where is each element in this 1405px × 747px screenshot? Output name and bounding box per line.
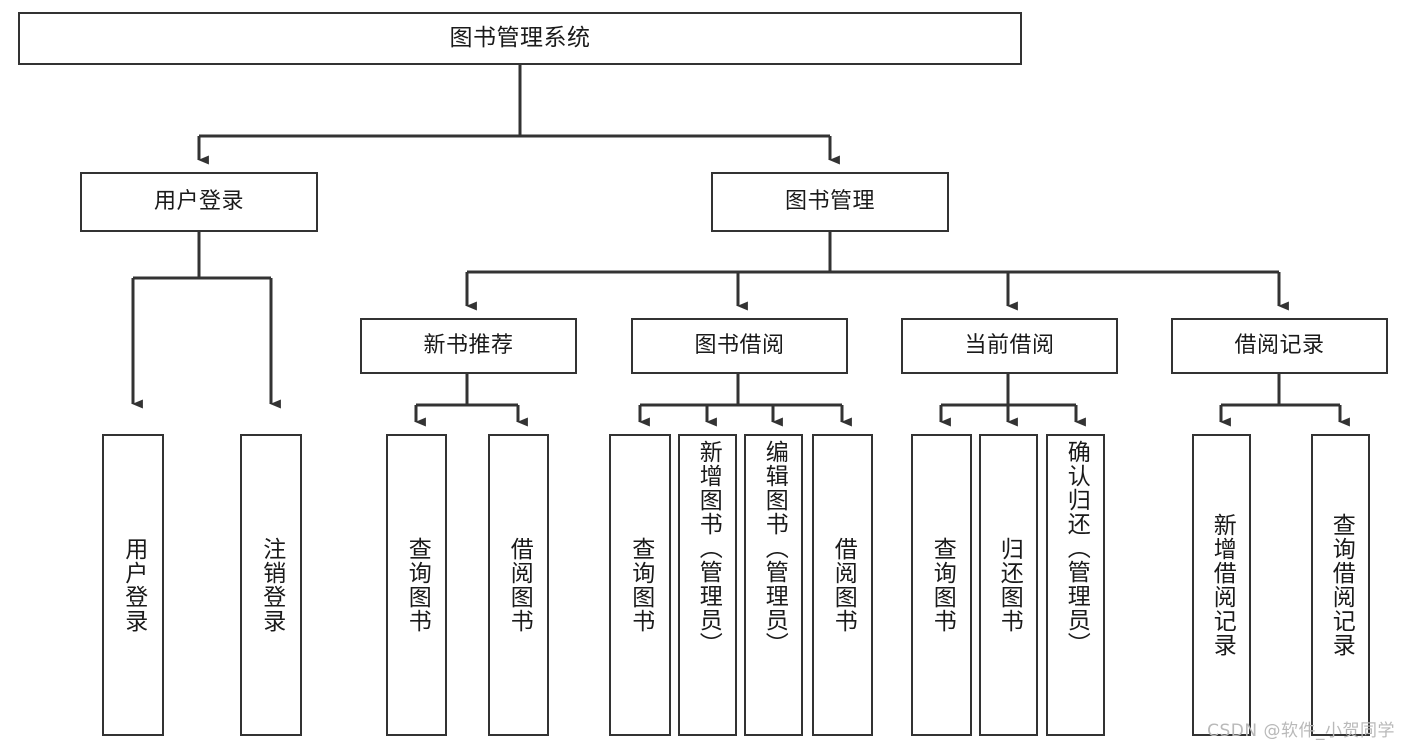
leaf-borrow-record-query-record[interactable]: 查询借阅记录: [1311, 434, 1370, 736]
node-label: 用户登录: [120, 537, 147, 633]
edge-group-book-manage: [465, 232, 1289, 311]
node-book-borrow[interactable]: 图书借阅: [631, 318, 848, 374]
edge-group-borrow-record: [1219, 374, 1350, 427]
leaf-current-borrow-return-book[interactable]: 归还图书: [979, 434, 1038, 736]
edge-group-user-login: [131, 232, 281, 409]
node-borrow-record[interactable]: 借阅记录: [1171, 318, 1388, 374]
leaf-current-borrow-confirm-return-admin[interactable]: 确认归还（管理员）: [1046, 434, 1105, 736]
node-new-book-recommend[interactable]: 新书推荐: [360, 318, 577, 374]
leaf-book-borrow-edit-book-admin[interactable]: 编辑图书（管理员）: [744, 434, 803, 736]
node-label: 查询图书: [929, 537, 956, 633]
leaf-book-borrow-query-book[interactable]: 查询图书: [609, 434, 671, 736]
node-label: 查询图书: [404, 537, 431, 633]
node-label: 新增借阅记录: [1209, 513, 1236, 657]
node-label: 新书推荐: [423, 333, 514, 359]
edge-group-new-book: [414, 374, 528, 427]
node-label: 借阅记录: [1234, 333, 1325, 359]
node-label: 借阅图书: [506, 537, 533, 633]
node-label: 当前借阅: [964, 333, 1055, 359]
node-label: 新增图书（管理员）: [695, 440, 722, 656]
node-book-management[interactable]: 图书管理: [711, 172, 949, 232]
node-label: 图书管理: [784, 189, 875, 215]
edge-group-current-borrow: [939, 374, 1086, 427]
leaf-new-book-borrow-book[interactable]: 借阅图书: [488, 434, 549, 736]
node-label: 编辑图书（管理员）: [761, 440, 788, 656]
edge-group-book-borrow: [638, 374, 852, 427]
leaf-book-borrow-borrow-book[interactable]: 借阅图书: [812, 434, 873, 736]
leaf-logout[interactable]: 注销登录: [240, 434, 302, 736]
node-label: 查询图书: [627, 537, 654, 633]
edge-group-root: [197, 65, 840, 165]
leaf-user-login[interactable]: 用户登录: [102, 434, 164, 736]
node-label: 确认归还（管理员）: [1063, 440, 1090, 656]
leaf-book-borrow-add-book-admin[interactable]: 新增图书（管理员）: [678, 434, 737, 736]
node-root-book-management-system[interactable]: 图书管理系统: [18, 12, 1022, 65]
node-label: 借阅图书: [830, 537, 857, 633]
node-label: 图书借阅: [694, 333, 785, 359]
leaf-current-borrow-query-book[interactable]: 查询图书: [911, 434, 972, 736]
node-label: 图书管理系统: [449, 24, 591, 51]
node-label: 用户登录: [153, 189, 244, 215]
node-user-login[interactable]: 用户登录: [80, 172, 318, 232]
leaf-borrow-record-add-record[interactable]: 新增借阅记录: [1192, 434, 1251, 736]
csdn-watermark: CSDN @软件_小贺同学: [1207, 721, 1395, 741]
node-label: 归还图书: [996, 537, 1023, 633]
node-label: 查询借阅记录: [1328, 513, 1355, 657]
node-current-borrow[interactable]: 当前借阅: [901, 318, 1118, 374]
leaf-new-book-query-book[interactable]: 查询图书: [386, 434, 447, 736]
node-label: 注销登录: [258, 537, 285, 633]
